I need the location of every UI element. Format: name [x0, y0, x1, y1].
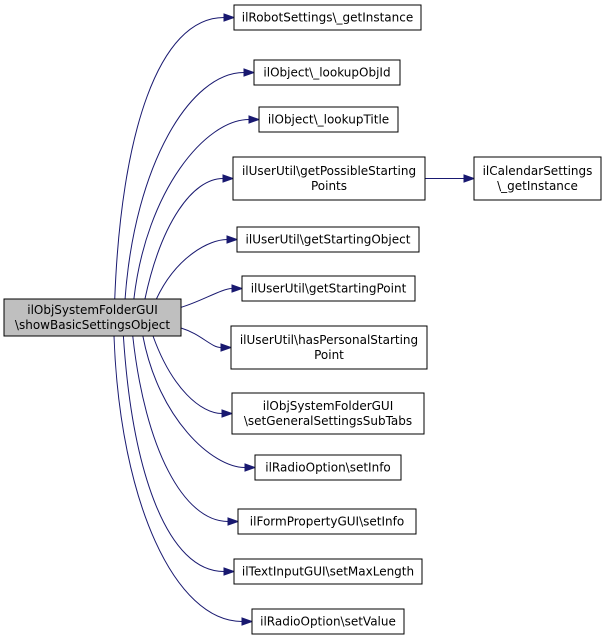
callee-node-n7-label-line: ilObjSystemFolderGUI [263, 399, 394, 413]
callee-node-n2[interactable]: ilObject\_lookupTitle [258, 106, 399, 133]
callee-node-n3-label-line: ilUserUtil\getPossibleStarting [242, 164, 416, 178]
call-edge-n6-arrowhead [220, 343, 233, 352]
callee-node-n2-box [258, 106, 399, 133]
call-edge-n2 [133, 115, 261, 300]
call-edge-n9-line [132, 335, 229, 522]
callee-node-n4-label-line: ilUserUtil\getStartingObject [246, 233, 411, 247]
callee-node-n9[interactable]: ilFormPropertyGUI\setInfo [237, 508, 417, 535]
call-edge-n11-arrowhead [241, 617, 254, 626]
call-edge-n10-line [122, 335, 225, 572]
callee-node-n3-box [232, 156, 426, 201]
callee-node-n0-box [233, 4, 422, 31]
call-edge-n3 [144, 174, 235, 300]
callee-node-n11[interactable]: ilRadioOption\setValue [251, 608, 405, 635]
function-nodes: ilObjSystemFolderGUI\showBasicSettingsOb… [3, 4, 602, 635]
callee-node-n4[interactable]: ilUserUtil\getStartingObject [236, 226, 420, 253]
call-edge-n1-arrowhead [243, 68, 256, 77]
callee-node-n8-label-line: ilRadioOption\setInfo [265, 461, 391, 475]
call-edge-n5-arrowhead [231, 284, 244, 293]
callee-node-n8[interactable]: ilRadioOption\setInfo [254, 454, 402, 481]
call-edge-n0-arrowhead [223, 13, 236, 22]
callee-node-n9-label-line: ilFormPropertyGUI\setInfo [250, 515, 404, 529]
call-edge-n8-line [142, 335, 246, 468]
callee-node-n1-label-line: ilObject\_lookupObjId [263, 66, 390, 80]
callee-node-n1-box [253, 59, 401, 86]
call-edge-s0-arrowhead [463, 174, 476, 183]
callee-node-n7-label-line: \setGeneralSettingsSubTabs [244, 414, 412, 428]
call-edge-n4 [155, 235, 239, 300]
callee-node-n10[interactable]: ilTextInputGUI\setMaxLength [233, 558, 423, 585]
root-function-node-label-line: ilObjSystemFolderGUI [27, 303, 158, 317]
root-function-node[interactable]: ilObjSystemFolderGUI\showBasicSettingsOb… [3, 298, 182, 337]
call-edge-n5 [180, 284, 244, 308]
call-edge-n11 [113, 335, 254, 626]
call-edge-n1-line [124, 72, 245, 300]
call-edge-n5-line [180, 288, 233, 308]
callee-node-s0-label-line: \_getInstance [497, 179, 578, 193]
callee-node-n6-label-line: ilUserUtil\hasPersonalStarting [240, 333, 418, 347]
call-edge-n4-arrowhead [226, 235, 239, 244]
call-edge-n8 [142, 335, 257, 472]
callee-node-n6-box [230, 325, 428, 370]
callee-node-n10-label-line: ilTextInputGUI\setMaxLength [242, 565, 414, 579]
call-edge-n7 [152, 335, 234, 418]
callee-node-n11-box [251, 608, 405, 635]
call-edge-n2-arrowhead [248, 115, 261, 124]
callee-node-n8-box [254, 454, 402, 481]
callee-node-n0-label-line: ilRobotSettings\_getInstance [242, 11, 413, 25]
call-edge-n10 [122, 335, 236, 576]
call-edge-n3-line [144, 178, 224, 300]
call-edge-n9 [132, 335, 240, 526]
callee-node-n7-box [231, 392, 425, 435]
callee-node-n5[interactable]: ilUserUtil\getStartingPoint [241, 275, 416, 302]
root-function-node-label-line: \showBasicSettingsObject [15, 318, 170, 332]
call-edge-n7-arrowhead [221, 409, 234, 418]
callee-node-n7[interactable]: ilObjSystemFolderGUI\setGeneralSettingsS… [231, 392, 425, 435]
call-edge-n1 [124, 68, 256, 300]
callee-node-n5-label-line: ilUserUtil\getStartingPoint [251, 282, 407, 296]
root-function-node-box [3, 298, 182, 337]
call-edge-n4-line [155, 239, 228, 300]
call-edge-n11-line [113, 335, 243, 622]
call-edge-n7-line [152, 335, 223, 414]
callee-node-n3-label-line: Points [311, 179, 347, 193]
callee-node-s0-box [473, 156, 602, 201]
call-edges [113, 13, 476, 626]
callee-node-n9-box [237, 508, 417, 535]
callee-node-n11-label-line: ilRadioOption\setValue [260, 615, 396, 629]
call-edge-n9-arrowhead [227, 517, 240, 526]
callee-node-n4-box [236, 226, 420, 253]
call-edge-n3-arrowhead [222, 174, 235, 183]
callee-node-n1[interactable]: ilObject\_lookupObjId [253, 59, 401, 86]
call-edge-n6 [180, 327, 233, 352]
callee-node-n10-box [233, 558, 423, 585]
call-edge-n6-line [180, 327, 222, 348]
callee-node-n6-label-line: Point [314, 348, 344, 362]
call-edge-n10-arrowhead [223, 567, 236, 576]
call-edge-n0-line [114, 17, 225, 300]
callee-node-s0-label-line: ilCalendarSettings [483, 164, 593, 178]
call-edge-n0 [114, 13, 236, 300]
call-edge-n2-line [133, 119, 250, 300]
callee-node-s0[interactable]: ilCalendarSettings\_getInstance [473, 156, 602, 201]
callee-node-n5-box [241, 275, 416, 302]
callee-node-n0[interactable]: ilRobotSettings\_getInstance [233, 4, 422, 31]
call-edge-n8-arrowhead [244, 463, 257, 472]
call-edge-s0 [425, 174, 476, 183]
callee-node-n2-label-line: ilObject\_lookupTitle [268, 113, 389, 127]
